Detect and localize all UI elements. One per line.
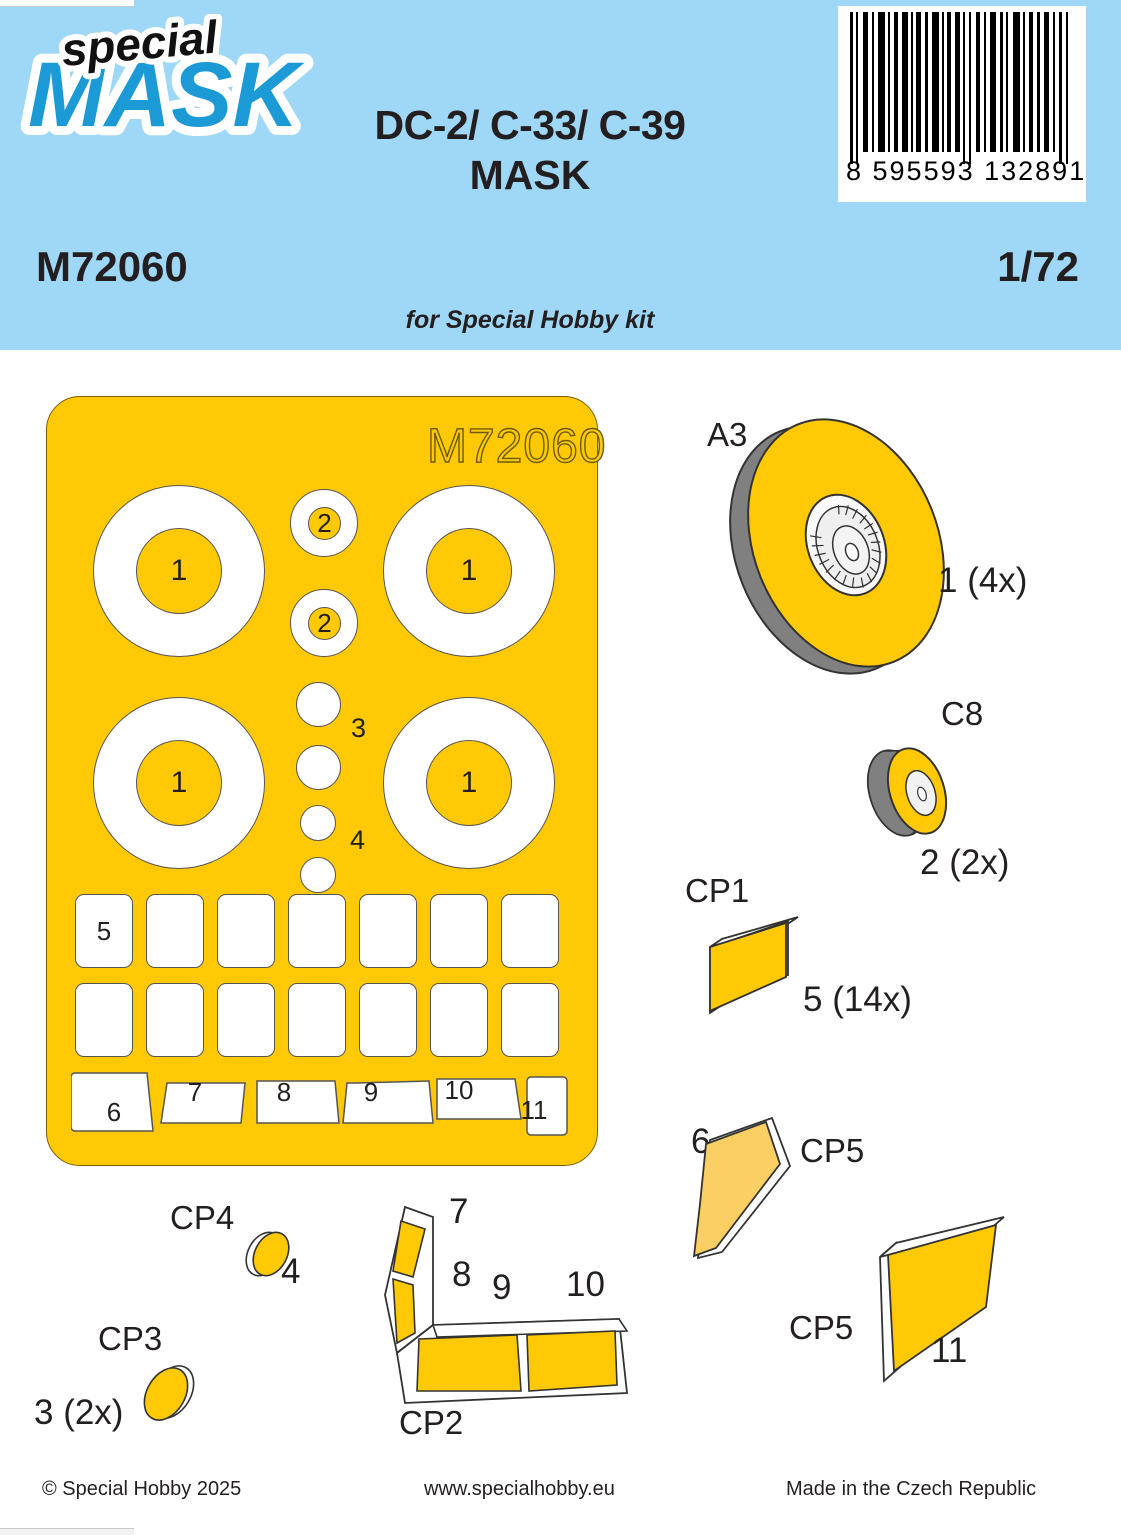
mask-trap-label-11: 11 bbox=[520, 1094, 548, 1125]
mask-dot-4a[interactable] bbox=[300, 805, 336, 841]
part-label-a3: A3 bbox=[707, 416, 748, 453]
mask-dot-core-2b[interactable]: 2 bbox=[308, 607, 341, 640]
part-number-canopy-9: 9 bbox=[492, 1268, 512, 1307]
part-label-c8: C8 bbox=[941, 695, 984, 732]
mask-dot-4b[interactable] bbox=[300, 857, 336, 893]
product-title-line1: DC-2/ C-33/ C-39 bbox=[374, 102, 686, 148]
mask-square-r2c5[interactable] bbox=[359, 983, 417, 1057]
part-label-cp5b: CP5 bbox=[789, 1309, 854, 1346]
mask-ring-core-3[interactable]: 1 bbox=[136, 740, 222, 826]
mask-ring-core-2[interactable]: 1 bbox=[426, 528, 512, 614]
product-title-line2: MASK bbox=[469, 152, 591, 198]
mask-square-r1c2[interactable] bbox=[146, 894, 204, 968]
part-label-cp5a: CP5 bbox=[800, 1132, 865, 1169]
barcode: 8 595593 132891 bbox=[838, 6, 1086, 202]
mask-trap-label-7: 7 bbox=[187, 1076, 203, 1107]
scale-label: 1/72 bbox=[997, 243, 1079, 290]
svg-text:MASK: MASK bbox=[28, 44, 305, 146]
mask-ring-core-4[interactable]: 1 bbox=[426, 740, 512, 826]
part-number-canopy-7: 7 bbox=[449, 1192, 469, 1231]
mask-dot-3b[interactable] bbox=[296, 745, 341, 790]
mask-trap-label-10: 10 bbox=[444, 1074, 474, 1105]
special-mask-logo: MASK MASK special special bbox=[18, 14, 318, 154]
mask-square-r1c7[interactable] bbox=[501, 894, 559, 968]
mask-trap-label-9: 9 bbox=[363, 1076, 379, 1107]
mask-dot-group-label-3: 3 bbox=[351, 713, 367, 743]
mask-sheet: M72060 1 1 1 1 2 2 3 4 5 6 bbox=[46, 396, 606, 1166]
part-label-cp4: CP4 bbox=[170, 1199, 235, 1236]
sheet-code-label: M72060 bbox=[426, 419, 607, 473]
product-code: M72060 bbox=[36, 243, 188, 290]
mask-dot-3a[interactable] bbox=[296, 682, 341, 727]
svg-text:MASK: MASK bbox=[28, 44, 305, 146]
part-illustration-rect-window bbox=[709, 916, 799, 1015]
part-qty-cp1: 5 (14x) bbox=[803, 980, 912, 1019]
footer-made-in: Made in the Czech Republic bbox=[786, 1478, 1037, 1500]
part-qty-c8: 2 (2x) bbox=[920, 843, 1010, 882]
part-qty-cp4: 4 bbox=[281, 1252, 301, 1291]
footer-copyright: © Special Hobby 2025 bbox=[42, 1478, 242, 1500]
mask-square-r1c5[interactable] bbox=[359, 894, 417, 968]
mask-square-r2c3[interactable] bbox=[217, 983, 275, 1057]
footer-notch bbox=[0, 1528, 134, 1535]
mask-square-r2c2[interactable] bbox=[146, 983, 204, 1057]
kit-subtitle: for Special Hobby kit bbox=[405, 306, 655, 334]
mask-square-r2c6[interactable] bbox=[430, 983, 488, 1057]
mask-dot-group-label-4: 4 bbox=[350, 825, 366, 855]
barcode-bars bbox=[850, 12, 1068, 164]
mask-square-r1c3[interactable] bbox=[217, 894, 275, 968]
footer: © Special Hobby 2025 www.specialhobby.eu… bbox=[0, 1478, 1121, 1518]
part-qty-cp5b: 11 bbox=[931, 1331, 968, 1370]
part-illustration-small-disc-cp4 bbox=[245, 1231, 290, 1277]
part-illustration-main-wheel bbox=[729, 418, 945, 675]
part-illustration-small-disc-cp3 bbox=[143, 1365, 195, 1421]
mask-trapezoid-row bbox=[71, 1072, 568, 1136]
part-number-canopy-8: 8 bbox=[452, 1255, 472, 1294]
part-label-cp2: CP2 bbox=[399, 1404, 464, 1441]
mask-square-r2c7[interactable] bbox=[501, 983, 559, 1057]
mask-square-r1c6[interactable] bbox=[430, 894, 488, 968]
part-illustration-canopy bbox=[384, 1205, 629, 1404]
part-illustration-tail-wheel bbox=[866, 747, 948, 837]
part-label-cp1: CP1 bbox=[685, 872, 750, 909]
mask-trap-label-6: 6 bbox=[106, 1096, 122, 1127]
mask-trap-label-8: 8 bbox=[276, 1076, 292, 1107]
mask-square-r1c4[interactable] bbox=[288, 894, 346, 968]
footer-website[interactable]: www.specialhobby.eu bbox=[424, 1478, 615, 1500]
part-illustration-parallelogram bbox=[692, 1116, 792, 1260]
part-qty-cp3: 3 (2x) bbox=[34, 1393, 124, 1432]
mask-dot-core-2a[interactable]: 2 bbox=[308, 507, 341, 540]
mask-ring-core-1[interactable]: 1 bbox=[136, 528, 222, 614]
part-illustration-trapezoid-panel bbox=[879, 1216, 1005, 1383]
header-banner: MASK MASK special special DC-2/ C-33/ C-… bbox=[0, 0, 1121, 350]
part-qty-a3: 1 (4x) bbox=[938, 561, 1028, 600]
part-number-canopy-10: 10 bbox=[566, 1265, 605, 1304]
header-notch bbox=[0, 0, 134, 7]
mask-square-r1c1[interactable]: 5 bbox=[75, 894, 133, 968]
barcode-digits: 8 595593 132891 bbox=[846, 156, 1087, 186]
product-title: DC-2/ C-33/ C-39 MASK bbox=[230, 105, 830, 205]
mask-square-r2c1[interactable] bbox=[75, 983, 133, 1057]
mask-square-r2c4[interactable] bbox=[288, 983, 346, 1057]
part-label-cp3: CP3 bbox=[98, 1320, 163, 1357]
